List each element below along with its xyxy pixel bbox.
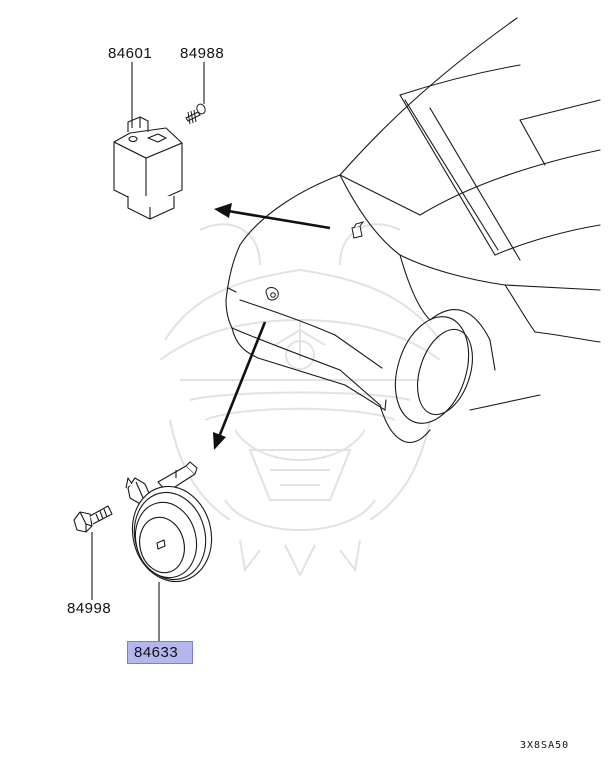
- diagram-code: 3X8SA50: [520, 740, 570, 751]
- samurai-helmet-watermark-icon: [159, 223, 441, 578]
- leader-lines: [91, 62, 205, 641]
- relay-part: [113, 116, 183, 220]
- horn-part: [125, 461, 213, 583]
- relay-location-arrow: [214, 203, 331, 230]
- screw-part-number[interactable]: 84988: [180, 45, 225, 62]
- relay-part-number[interactable]: 84601: [108, 45, 153, 62]
- horn-location-arrow: [213, 321, 267, 450]
- bolt-part-number[interactable]: 84998: [67, 600, 112, 617]
- relay-mount-point: [351, 221, 365, 239]
- screw-part: [185, 103, 206, 125]
- bolt-part: [73, 505, 113, 533]
- horn-part-number[interactable]: 84633: [127, 641, 194, 664]
- vehicle-outline: [225, 17, 601, 443]
- horn-mount-point: [265, 287, 279, 301]
